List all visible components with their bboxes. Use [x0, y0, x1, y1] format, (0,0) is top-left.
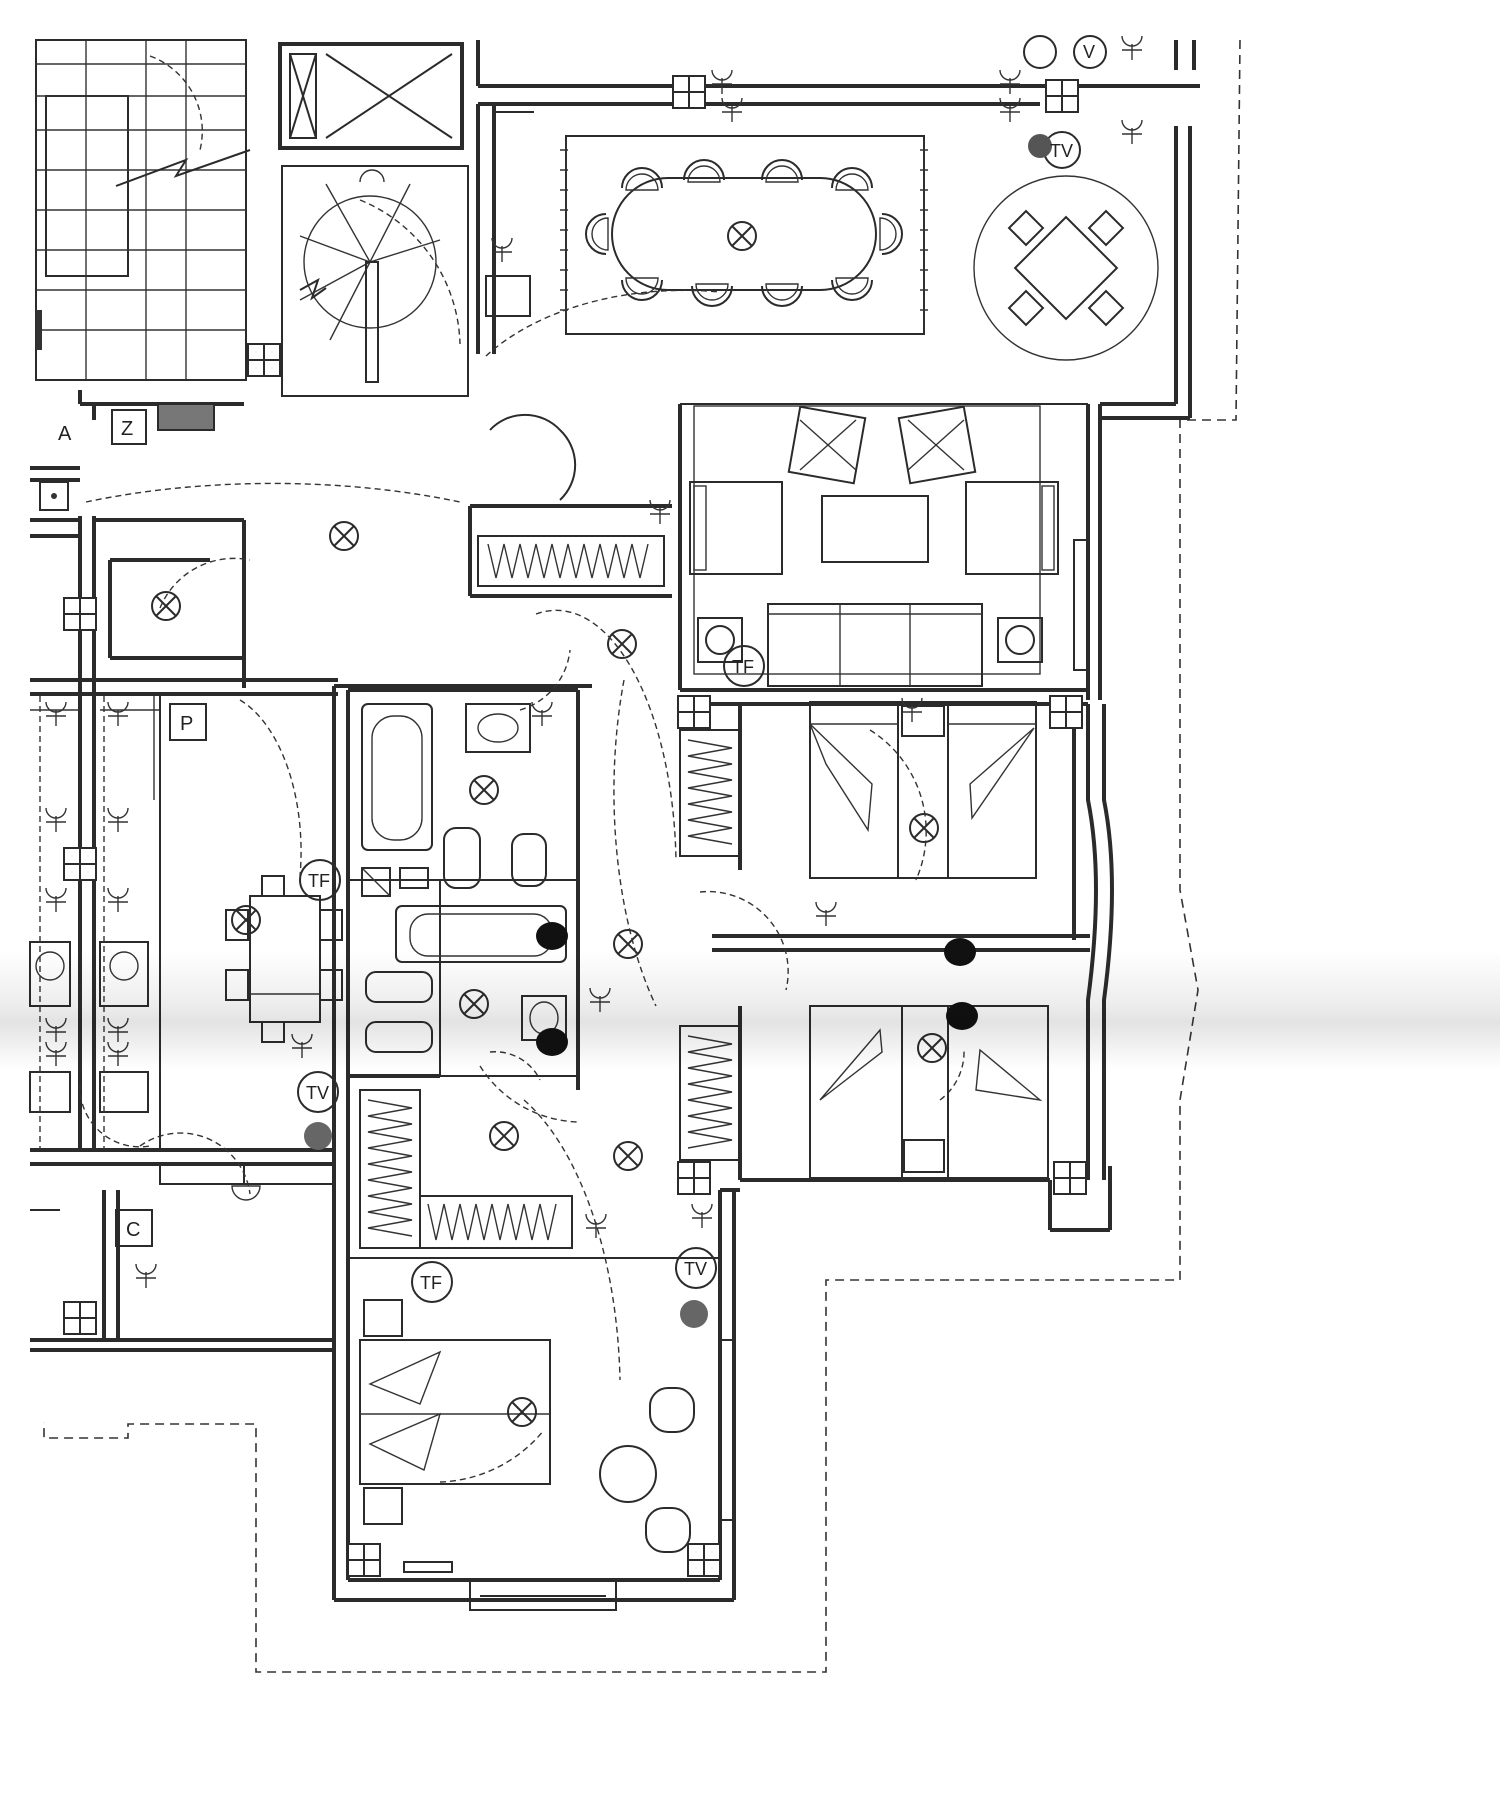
kitchen [29, 696, 343, 1150]
ceiling-lights [151, 221, 947, 1427]
tv-label: TV [1050, 141, 1073, 161]
master-bedroom [359, 1299, 695, 1573]
box-p-label: P [180, 713, 193, 735]
tf-label-kitchen: TF [308, 871, 330, 891]
elevator-shaft [278, 42, 464, 150]
spiral-stair [281, 165, 469, 397]
v-label: V [1083, 42, 1095, 62]
round-table [973, 175, 1159, 361]
box-c-label: C [126, 1219, 140, 1241]
bedroom-1 [809, 701, 1037, 879]
tv-outlets [297, 35, 1107, 1328]
stairwell [35, 39, 251, 381]
tf-label-master: TF [420, 1273, 442, 1293]
living-room [689, 405, 1059, 687]
paper-fold [0, 950, 1500, 1070]
tv-outlet-icon [1073, 35, 1107, 69]
wardrobes [359, 535, 741, 1249]
tv-label-kitchen: TV [306, 1083, 329, 1103]
point-a-label: A [58, 423, 72, 445]
power-sockets [45, 35, 1143, 1289]
tf-label: TF [732, 657, 754, 677]
dining-room [485, 135, 928, 335]
phone-outlet-icon [723, 645, 765, 687]
terrace-outline [43, 39, 1241, 1673]
box-z-label: Z [121, 418, 133, 440]
equipment-boxes [30, 403, 215, 1247]
marker-dot-icon [536, 922, 568, 950]
bathroom-1 [361, 703, 547, 897]
tv-label-master: TV [684, 1259, 707, 1279]
